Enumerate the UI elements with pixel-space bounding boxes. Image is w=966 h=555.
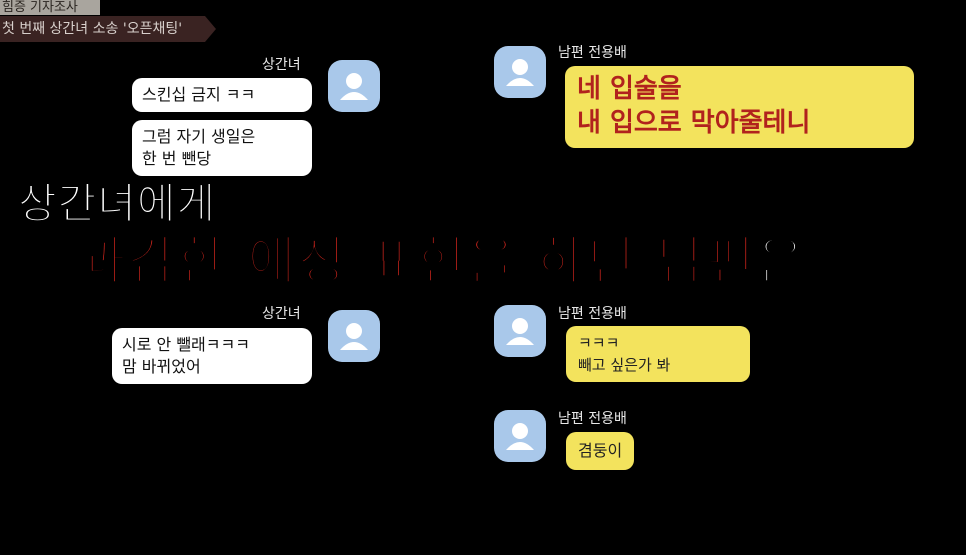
caption-line-1: 상간녀에게 xyxy=(17,179,217,229)
sender-name: 상간녀 xyxy=(262,57,301,73)
message-bubble: 겸둥이 xyxy=(566,432,635,470)
message-line: ㅋㅋㅋ xyxy=(578,334,620,352)
sender-name: 남편 전용배 xyxy=(558,306,627,322)
caption-suffix: 은 xyxy=(756,231,807,293)
avatar-icon xyxy=(494,46,546,98)
avatar-icon xyxy=(494,410,546,462)
message-bubble: 스킨십 금지 ㅋㅋ xyxy=(132,78,312,112)
message-line: 맘 바뀌었어 xyxy=(122,357,201,376)
caption-highlight: 과감한 애정 표현을 하던 남편 xyxy=(77,231,757,293)
sender-name: 상간녀 xyxy=(262,306,301,322)
caption-line-2: 과감한 애정 표현을 하던 남편은 xyxy=(77,231,807,293)
message-bubble: ㅋㅋㅋ 빼고 싶은가 봐 xyxy=(566,326,750,382)
message-line: 그럼 자기 생일은 xyxy=(142,127,256,146)
message-line: 내 입으로 막아줄테니 xyxy=(577,108,811,138)
message-line: 시로 안 뺄래ㅋㅋㅋ xyxy=(122,335,250,354)
message-bubble: 시로 안 뺄래ㅋㅋㅋ 맘 바뀌었어 xyxy=(112,328,312,384)
message-line: 스킨십 금지 ㅋㅋ xyxy=(142,85,256,104)
message-bubble: 그럼 자기 생일은 한 번 뺀당 xyxy=(132,120,312,176)
message-bubble: 네 입술을 내 입으로 막아줄테니 xyxy=(565,66,914,148)
message-line: 빼고 싶은가 봐 xyxy=(578,356,671,374)
episode-title: 첫 번째 상간녀 소송 '오픈채팅' xyxy=(0,16,216,42)
avatar-icon xyxy=(328,310,380,362)
message-line: 네 입술을 xyxy=(577,74,682,104)
sender-name: 남편 전용배 xyxy=(558,411,627,427)
message-line: 겸둥이 xyxy=(578,441,623,460)
message-line: 한 번 뺀당 xyxy=(142,149,212,168)
avatar-icon xyxy=(328,60,380,112)
sender-name: 남편 전용배 xyxy=(558,45,627,61)
avatar-icon xyxy=(494,305,546,357)
program-label: 힘증 기자조사 xyxy=(0,0,100,15)
